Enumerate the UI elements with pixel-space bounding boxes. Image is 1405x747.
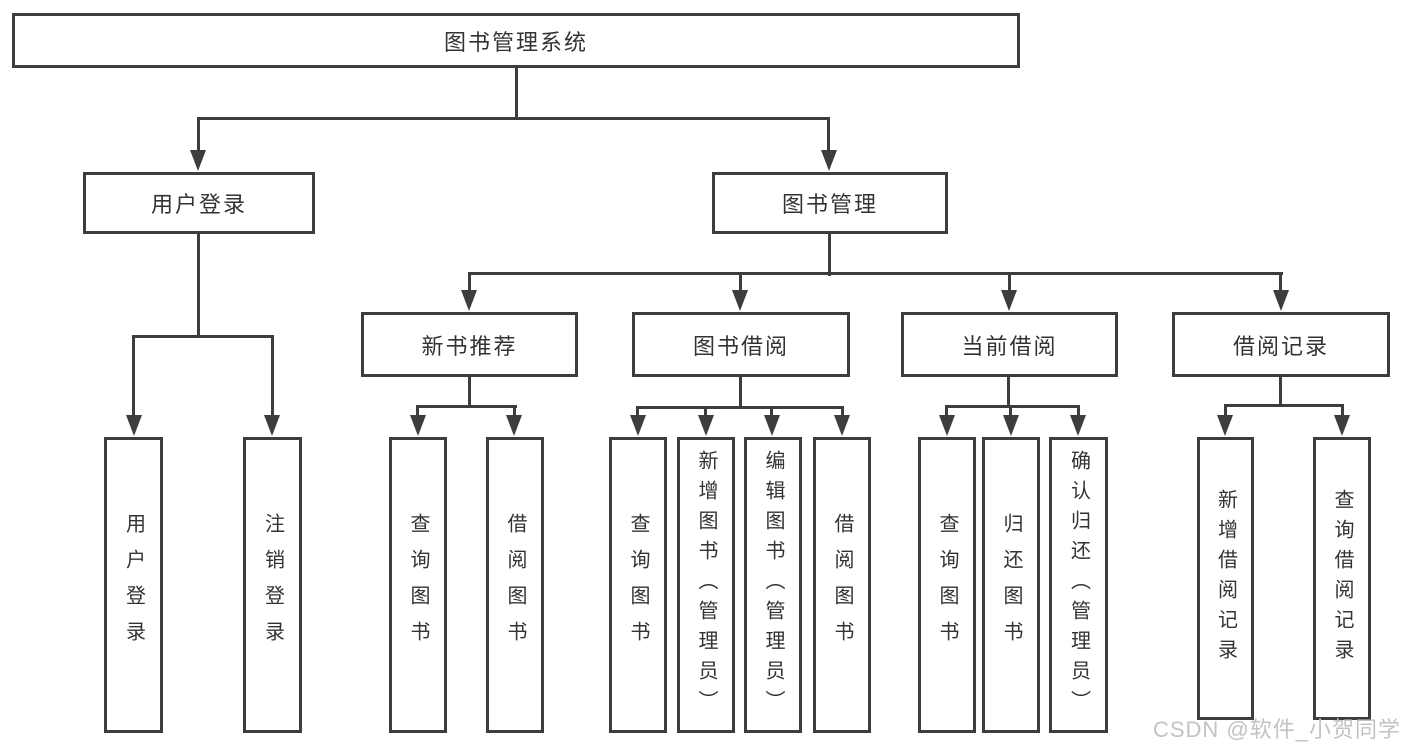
arrow-down-icon	[939, 415, 955, 436]
connector-line	[770, 406, 773, 417]
leaf-return-book-label: 归还图书	[1000, 513, 1022, 657]
arrow-down-icon	[506, 415, 522, 436]
connector-line	[1279, 376, 1282, 407]
leaf-add-borrow-record: 新增借阅记录	[1197, 437, 1254, 720]
arrow-down-icon	[1334, 415, 1350, 436]
connector-line	[739, 272, 742, 292]
node-user-login-label: 用户登录	[150, 192, 247, 217]
leaf-query-book-borrow-label: 查询图书	[627, 513, 649, 657]
arrow-down-icon	[410, 415, 426, 436]
node-borrow-record-label: 借阅记录	[1232, 333, 1329, 359]
connector-line	[1007, 376, 1010, 408]
connector-line	[739, 376, 742, 409]
arrow-down-icon	[1001, 290, 1017, 311]
connector-line	[515, 68, 518, 120]
arrow-down-icon	[190, 150, 206, 171]
node-book-borrow-label: 图书借阅	[692, 333, 789, 359]
connector-line	[197, 117, 830, 120]
leaf-borrow-book-label: 借阅图书	[831, 513, 853, 657]
node-book-borrow: 图书借阅	[632, 312, 850, 377]
connector-line	[945, 405, 948, 417]
connector-line	[132, 335, 135, 417]
node-current-borrow-label: 当前借阅	[961, 333, 1058, 359]
leaf-query-book-current-label: 查询图书	[936, 513, 958, 657]
node-root-label: 图书管理系统	[443, 29, 588, 55]
connector-line	[828, 233, 831, 276]
connector-line	[1224, 404, 1344, 407]
connector-line	[468, 272, 1283, 275]
connector-line	[841, 406, 844, 417]
leaf-borrow-book: 借阅图书	[813, 437, 871, 733]
arrow-down-icon	[461, 290, 477, 311]
node-new-book-recommend: 新书推荐	[361, 312, 578, 377]
node-new-book-recommend-label: 新书推荐	[421, 333, 518, 359]
connector-line	[1008, 272, 1011, 292]
connector-line	[271, 335, 274, 417]
leaf-user-login-label: 用户登录	[122, 513, 145, 657]
leaf-query-borrow-record: 查询借阅记录	[1313, 437, 1371, 720]
leaf-logout: 注销登录	[243, 437, 302, 733]
arrow-down-icon	[1217, 415, 1233, 436]
leaf-query-book-borrow: 查询图书	[609, 437, 667, 733]
connector-line	[416, 405, 419, 417]
connector-line	[1224, 404, 1227, 417]
node-root: 图书管理系统	[12, 13, 1020, 68]
arrow-down-icon	[1273, 290, 1289, 311]
leaf-logout-label: 注销登录	[261, 513, 284, 657]
leaf-add-book-admin-label: 新增图书（管理员）	[695, 450, 717, 720]
arrow-down-icon	[1003, 415, 1019, 436]
arrow-down-icon	[821, 150, 837, 171]
connector-line	[197, 233, 200, 338]
connector-line	[1279, 272, 1282, 292]
connector-line	[1341, 404, 1344, 417]
arrow-down-icon	[834, 415, 850, 436]
connector-line	[132, 335, 274, 338]
connector-line	[1009, 405, 1012, 417]
node-user-login-module: 用户登录	[83, 172, 315, 234]
node-book-management-label: 图书管理	[781, 192, 878, 217]
leaf-user-login: 用户登录	[104, 437, 163, 733]
leaf-query-book-recommend-label: 查询图书	[407, 513, 429, 657]
connector-line	[945, 405, 1080, 408]
connector-line	[468, 272, 471, 292]
leaf-query-book-recommend: 查询图书	[389, 437, 447, 733]
connector-line	[468, 376, 471, 408]
connector-line	[636, 406, 844, 409]
node-borrow-record: 借阅记录	[1172, 312, 1390, 377]
leaf-add-borrow-record-label: 新增借阅记录	[1214, 488, 1237, 669]
node-book-management-module: 图书管理	[712, 172, 948, 234]
watermark: CSDN @软件_小贺同学	[1152, 717, 1401, 742]
leaf-borrow-book-recommend: 借阅图书	[486, 437, 544, 733]
arrow-down-icon	[1070, 415, 1086, 436]
connector-line	[513, 405, 516, 417]
leaf-query-book-current: 查询图书	[918, 437, 976, 733]
arrow-down-icon	[264, 415, 280, 436]
arrow-down-icon	[732, 290, 748, 311]
connector-line	[704, 406, 707, 417]
leaf-return-book: 归还图书	[982, 437, 1040, 733]
leaf-edit-book-admin: 编辑图书（管理员）	[744, 437, 802, 733]
leaf-confirm-return-admin-label: 确认归还（管理员）	[1067, 450, 1090, 720]
arrow-down-icon	[630, 415, 646, 436]
connector-line	[416, 405, 517, 408]
arrow-down-icon	[698, 415, 714, 436]
connector-line	[197, 117, 200, 152]
connector-line	[1077, 405, 1080, 417]
leaf-borrow-book-recommend-label: 借阅图书	[504, 513, 526, 657]
leaf-query-borrow-record-label: 查询借阅记录	[1331, 488, 1353, 669]
leaf-edit-book-admin-label: 编辑图书（管理员）	[762, 450, 784, 720]
leaf-add-book-admin: 新增图书（管理员）	[677, 437, 735, 733]
arrow-down-icon	[126, 415, 142, 436]
connector-line	[636, 406, 639, 417]
node-current-borrow: 当前借阅	[901, 312, 1118, 377]
arrow-down-icon	[764, 415, 780, 436]
leaf-confirm-return-admin: 确认归还（管理员）	[1049, 437, 1108, 733]
connector-line	[827, 117, 830, 152]
